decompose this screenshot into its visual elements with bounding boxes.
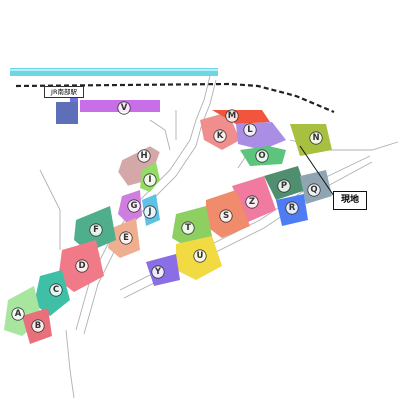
block-label-circle <box>225 109 239 123</box>
block-label-y: Y <box>151 265 165 279</box>
station-label: JR南部駅 <box>44 86 84 98</box>
block-label-circle <box>307 183 321 197</box>
block-label-z: Z <box>245 195 259 209</box>
block-label-circle <box>137 149 151 163</box>
block-label-k: K <box>213 129 227 143</box>
block-label-circle <box>181 221 195 235</box>
block-label-text: H <box>140 151 147 161</box>
block-label-l: L <box>243 123 257 137</box>
block-label-text: Z <box>249 197 255 207</box>
block-labels: A B C D E F G H I J K L M N O P Q R S T U V Y Z <box>11 101 323 333</box>
block-label-text: K <box>217 131 224 141</box>
block-label-text: B <box>35 321 41 331</box>
block-l <box>236 122 286 150</box>
block-label-circle <box>255 149 269 163</box>
block-label-circle <box>75 259 89 273</box>
block-label-circle <box>277 179 291 193</box>
block-label-j: J <box>143 205 157 219</box>
block-label-c: C <box>49 283 63 297</box>
block-label-t: T <box>181 221 195 235</box>
block-label-circle <box>11 307 25 321</box>
block-label-text: M <box>228 111 236 121</box>
block-label-circle <box>193 249 207 263</box>
block-label-d: D <box>75 259 89 273</box>
block-label-b: B <box>31 319 45 333</box>
block-label-i: I <box>143 173 157 187</box>
railway-line <box>10 68 218 76</box>
block-label-o: O <box>255 149 269 163</box>
block-label-h: H <box>137 149 151 163</box>
block-label-text: U <box>197 251 204 261</box>
block-label-g: G <box>127 199 141 213</box>
block-label-e: E <box>119 231 133 245</box>
block-label-u: U <box>193 249 207 263</box>
block-label-text: R <box>289 203 296 213</box>
block-label-n: N <box>309 131 323 145</box>
block-label-text: P <box>281 181 287 191</box>
block-label-circle <box>285 201 299 215</box>
block-label-text: E <box>123 233 129 243</box>
block-label-a: A <box>11 307 25 321</box>
block-label-circle <box>143 205 157 219</box>
block-label-text: F <box>93 225 99 235</box>
block-label-circle <box>219 209 233 223</box>
block-label-text: D <box>78 261 85 271</box>
block-label-p: P <box>277 179 291 193</box>
block-label-text: T <box>185 223 191 233</box>
block-label-text: I <box>148 175 151 185</box>
station-plaza <box>56 102 78 124</box>
block-v <box>70 98 160 112</box>
block-label-m: M <box>225 109 239 123</box>
block-label-circle <box>143 173 157 187</box>
block-label-f: F <box>89 223 103 237</box>
block-label-circle <box>151 265 165 279</box>
block-label-r: R <box>285 201 299 215</box>
dashed-rail-line <box>15 82 335 114</box>
block-label-circle <box>245 195 259 209</box>
block-label-v: V <box>117 101 131 115</box>
block-label-text: Q <box>310 185 317 195</box>
block-label-text: V <box>121 103 128 113</box>
block-label-circle <box>119 231 133 245</box>
block-label-text: C <box>53 285 59 295</box>
block-label-circle <box>49 283 63 297</box>
block-label-text: J <box>147 207 151 217</box>
block-label-s: S <box>219 209 233 223</box>
block-label-text: G <box>131 201 138 211</box>
current-site-label: 現地 <box>333 191 367 210</box>
block-label-circle <box>309 131 323 145</box>
current-site-pointer <box>299 145 335 197</box>
block-label-circle <box>89 223 103 237</box>
block-label-circle <box>117 101 131 115</box>
block-label-circle <box>127 199 141 213</box>
block-label-text: A <box>15 309 22 319</box>
block-label-text: O <box>258 151 265 161</box>
block-label-text: L <box>247 125 253 135</box>
block-label-text: N <box>312 133 319 143</box>
block-label-q: Q <box>307 183 321 197</box>
block-label-circle <box>243 123 257 137</box>
block-label-text: S <box>223 211 229 221</box>
block-label-text: Y <box>154 267 162 277</box>
block-label-circle <box>31 319 45 333</box>
block-label-circle <box>213 129 227 143</box>
